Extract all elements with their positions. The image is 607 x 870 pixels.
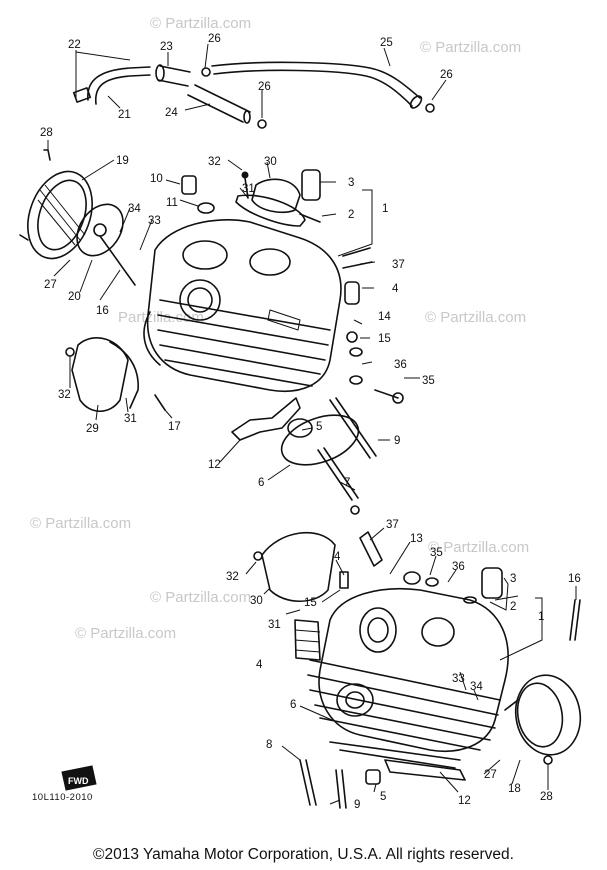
part-number-label: 32 (208, 156, 221, 168)
watermark: © Partzilla.com (150, 15, 251, 32)
part-number-label: 37 (386, 519, 399, 531)
middle-parts (231, 397, 377, 515)
part-number-label: 9 (394, 435, 400, 447)
left-side-cover (19, 170, 136, 286)
part-number-label: 26 (208, 33, 221, 45)
part-number-label: 28 (540, 791, 553, 803)
copyright-notice: ©2013 Yamaha Motor Corporation, U.S.A. A… (93, 846, 514, 863)
watermark: © Partzilla.com (30, 515, 131, 532)
left-gasket-cover (65, 336, 166, 413)
part-number-label: 4 (334, 551, 341, 563)
watermark: © Partzilla.com (425, 309, 526, 326)
part-number-label: 30 (250, 595, 263, 607)
part-number-label: 2 (348, 209, 354, 221)
part-number-label: 30 (264, 156, 277, 168)
part-number-label: 6 (258, 477, 264, 489)
upper-small-parts (43, 149, 404, 404)
part-number-label: 29 (86, 423, 99, 435)
lower-cylinder-head (307, 587, 509, 769)
watermark-layer: © Partzilla.com © Partzilla.com © Partzi… (30, 15, 529, 642)
part-number-label: 12 (208, 459, 221, 471)
part-number-label: 11 (166, 197, 178, 209)
part-number-label: 15 (378, 333, 391, 345)
part-number-label: 22 (68, 39, 81, 51)
part-number-label: 10 (150, 173, 163, 185)
part-number-label: 35 (430, 547, 443, 559)
part-number-label: 18 (508, 783, 521, 795)
part-number-label: 5 (316, 421, 322, 433)
part-number-label: 2 (510, 601, 516, 613)
part-number-label: 17 (168, 421, 181, 433)
drawing-number: 10L110-2010 (32, 792, 93, 803)
part-number-label: 26 (440, 69, 453, 81)
part-number-label: 31 (124, 413, 137, 425)
part-number-label: 1 (382, 203, 388, 215)
part-number-label: 27 (484, 769, 497, 781)
part-number-label: 3 (348, 177, 354, 189)
part-number-label: 4 (256, 659, 263, 671)
part-number-label: 33 (148, 215, 161, 227)
part-number-label: 8 (266, 739, 272, 751)
part-number-label: 4 (392, 283, 399, 295)
part-number-label: 32 (226, 571, 239, 583)
part-number-label: 23 (160, 41, 173, 53)
part-number-label: 31 (242, 183, 255, 195)
watermark: © Partzilla.com (428, 539, 529, 556)
part-number-label: 33 (452, 673, 465, 685)
part-number-label: 34 (470, 681, 483, 693)
part-number-label: 21 (118, 109, 131, 121)
breather-hose-assembly (72, 61, 435, 129)
lower-small-parts (253, 531, 582, 809)
part-number-label: 6 (290, 699, 296, 711)
part-number-label: 32 (58, 389, 71, 401)
part-number-label: 34 (128, 203, 141, 215)
part-number-label: 37 (392, 259, 405, 271)
part-number-label: 7 (344, 477, 350, 489)
watermark: Partzilla.com (118, 309, 204, 326)
part-number-label: 25 (380, 37, 393, 49)
part-number-label: 15 (304, 597, 317, 609)
watermark: © Partzilla.com (75, 625, 176, 642)
part-number-label: 12 (458, 795, 471, 807)
upper-cylinder-head (143, 219, 342, 392)
part-number-label: 27 (44, 279, 57, 291)
part-number-label: 9 (354, 799, 360, 811)
part-number-label: 20 (68, 291, 81, 303)
part-number-label: 3 (510, 573, 516, 585)
watermark: © Partzilla.com (150, 589, 251, 606)
fwd-arrow: FWD (61, 765, 97, 791)
part-number-label: 36 (394, 359, 407, 371)
part-number-label: 35 (422, 375, 435, 387)
part-number-label: 16 (568, 573, 581, 585)
part-number-label: 36 (452, 561, 465, 573)
part-number-label: 28 (40, 127, 53, 139)
part-number-label: 19 (116, 155, 129, 167)
part-number-label: 31 (268, 619, 281, 631)
part-number-label: 26 (258, 81, 271, 93)
watermark: © Partzilla.com (420, 39, 521, 56)
leader-lines (47, 43, 577, 805)
part-number-label: 24 (165, 107, 178, 119)
part-number-label: 1 (538, 611, 544, 623)
part-number-label: 5 (380, 791, 386, 803)
fwd-label: FWD (68, 776, 89, 786)
part-number-label: 16 (96, 305, 109, 317)
part-number-label: 14 (378, 311, 391, 323)
part-number-label: 13 (410, 533, 423, 545)
part-labels: 22 23 26 25 26 21 24 26 28 19 32 30 10 3… (40, 33, 581, 811)
